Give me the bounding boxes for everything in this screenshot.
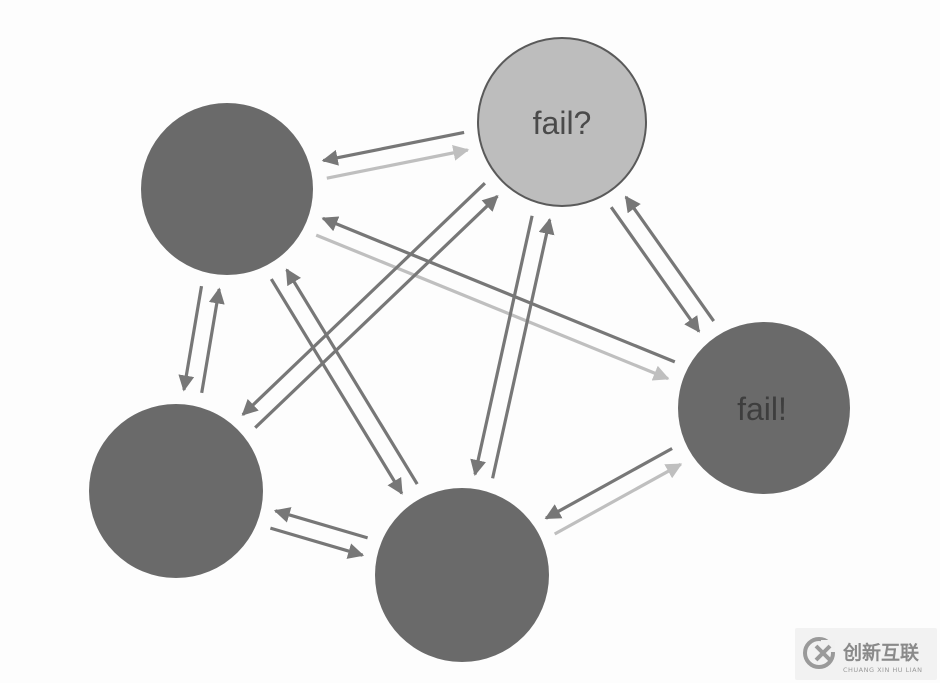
node-right: fail! bbox=[678, 322, 850, 494]
arrow-bottom-center-to-bottom-left bbox=[273, 507, 369, 540]
node-bottom-left bbox=[89, 404, 263, 578]
cx-logo-icon bbox=[803, 637, 835, 669]
node-top-right-label: fail? bbox=[533, 105, 592, 141]
node-bottom-center-circle bbox=[375, 488, 549, 662]
arrow-top-right-to-bottom-center bbox=[470, 215, 534, 476]
node-top-left-circle bbox=[141, 103, 313, 275]
arrow-top-right-to-top-left bbox=[321, 130, 465, 166]
arrow-bottom-center-to-right bbox=[553, 462, 683, 536]
arrow-right-to-bottom-center bbox=[544, 447, 673, 520]
watermark-title: 创新互联 bbox=[842, 641, 919, 664]
arrow-bottom-left-to-top-right bbox=[254, 195, 499, 429]
arrow-top-left-to-bottom-center bbox=[269, 278, 404, 495]
edges-layer bbox=[178, 130, 716, 559]
node-bottom-center bbox=[375, 488, 549, 662]
arrow-bottom-left-to-bottom-center bbox=[269, 526, 365, 559]
node-top-right-circle bbox=[477, 37, 647, 207]
arrow-bottom-center-to-top-right bbox=[491, 218, 555, 479]
arrow-bottom-center-to-top-left bbox=[285, 268, 419, 485]
node-bottom-left-circle bbox=[89, 404, 263, 578]
node-top-right: fail? bbox=[477, 37, 647, 207]
node-right-circle bbox=[678, 322, 850, 494]
arrow-right-to-top-left bbox=[321, 216, 676, 364]
arrow-right-to-top-right bbox=[624, 195, 716, 323]
arrow-bottom-left-to-top-left bbox=[200, 287, 225, 394]
node-right-label: fail! bbox=[737, 391, 787, 427]
arrow-top-left-to-top-right bbox=[326, 144, 470, 180]
arrow-top-left-to-right bbox=[315, 233, 670, 381]
watermark: 创新互联 CHUANG XIN HU LIAN bbox=[795, 628, 937, 680]
watermark-subtitle: CHUANG XIN HU LIAN bbox=[843, 666, 922, 674]
arrow-top-right-to-right bbox=[609, 206, 701, 333]
node-top-left bbox=[141, 103, 313, 275]
arrow-top-left-to-bottom-left bbox=[178, 285, 204, 392]
arrow-top-right-to-bottom-left bbox=[241, 182, 487, 416]
